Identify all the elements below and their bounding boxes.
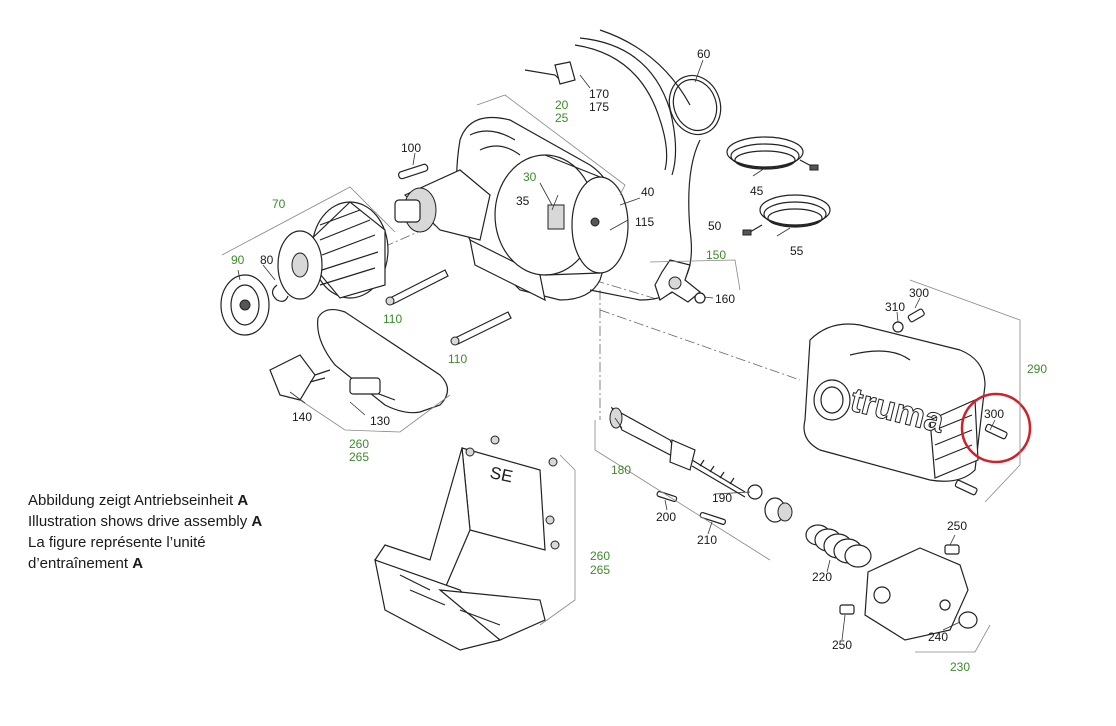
label-260-top: 260 xyxy=(349,437,369,451)
caption-line-de: Abbildung zeigt Antriebseinheit A xyxy=(28,492,249,509)
label-210: 210 xyxy=(697,533,717,547)
bracket-20-25 xyxy=(476,94,626,196)
bracket-260-265-top xyxy=(299,394,451,433)
motor-unit xyxy=(494,139,701,301)
highlight-circle xyxy=(960,392,1032,464)
label-265-top: 265 xyxy=(349,450,369,464)
label-140: 140 xyxy=(292,410,312,424)
label-175: 175 xyxy=(589,100,609,114)
spindle-assembly xyxy=(609,406,746,498)
bellows xyxy=(805,524,872,568)
cable-tie xyxy=(668,74,722,136)
label-110-lower: 110 xyxy=(448,352,467,366)
mounting-plate: SE xyxy=(374,435,560,651)
label-45: 45 xyxy=(750,184,764,198)
caption-line-fr-1: La figure représente l’unité xyxy=(28,534,206,551)
label-80: 80 xyxy=(260,253,274,267)
label-100: 100 xyxy=(401,141,421,155)
side-cover xyxy=(317,308,449,414)
label-180: 180 xyxy=(611,463,631,477)
label-170: 170 xyxy=(589,87,609,101)
label-115: 115 xyxy=(635,215,654,229)
label-20: 20 xyxy=(555,98,569,112)
bracket-70 xyxy=(221,186,396,256)
label-70: 70 xyxy=(272,197,286,211)
bracket-290 xyxy=(909,279,1021,503)
mounting-plate-mark: SE xyxy=(488,463,514,486)
bracket-150 xyxy=(649,259,741,291)
bracket-180 xyxy=(594,420,771,561)
label-55: 55 xyxy=(790,244,804,258)
bracket-230 xyxy=(915,624,991,653)
label-160: 160 xyxy=(715,292,735,306)
bush xyxy=(764,497,793,523)
label-240: 240 xyxy=(928,630,948,644)
label-90: 90 xyxy=(231,253,245,267)
label-310: 310 xyxy=(885,300,905,314)
label-220: 220 xyxy=(812,570,832,584)
leader-lines xyxy=(237,59,996,641)
coiled-cable-55 xyxy=(742,194,831,236)
label-60: 60 xyxy=(697,47,711,61)
label-300-circled: 300 xyxy=(984,407,1004,421)
screw-210 xyxy=(699,512,727,525)
bolts-250 xyxy=(839,544,960,615)
label-35: 35 xyxy=(516,194,530,208)
label-300-top: 300 xyxy=(909,286,929,300)
connector-plug xyxy=(269,354,331,401)
cable-harness xyxy=(524,29,691,176)
caption: Abbildung zeigt Antriebseinheit A Illust… xyxy=(28,490,262,574)
end-cap xyxy=(220,274,270,336)
caption-line-fr-2: d’entraînement A xyxy=(28,555,144,572)
label-250-left: 250 xyxy=(832,638,852,652)
drive-roller xyxy=(277,201,389,300)
label-110-upper: 110 xyxy=(383,312,402,326)
label-150: 150 xyxy=(706,248,726,262)
retaining-clip xyxy=(271,284,289,302)
label-190: 190 xyxy=(712,491,732,505)
label-265-bottom: 265 xyxy=(590,563,610,577)
long-bolts xyxy=(385,269,512,346)
label-50: 50 xyxy=(708,219,722,233)
washer-310 xyxy=(892,321,904,333)
bracket-260-265-bottom xyxy=(539,454,576,626)
fan-impeller xyxy=(654,259,701,303)
screw-200 xyxy=(656,490,678,503)
label-25: 25 xyxy=(555,111,569,125)
label-260-bottom: 260 xyxy=(590,549,610,563)
label-40: 40 xyxy=(641,185,655,199)
housing-cover: truma xyxy=(803,323,986,482)
label-290: 290 xyxy=(1027,362,1047,376)
label-250-right: 250 xyxy=(947,519,967,533)
caption-line-en: Illustration shows drive assembly A xyxy=(28,513,263,530)
label-230: 230 xyxy=(950,660,970,674)
key-pin xyxy=(397,163,429,180)
label-130: 130 xyxy=(370,414,390,428)
label-200: 200 xyxy=(656,510,676,524)
end-cover xyxy=(864,547,978,641)
spacer-washer xyxy=(747,484,763,500)
washer xyxy=(694,292,706,304)
coiled-cable-45 xyxy=(726,136,819,171)
label-30: 30 xyxy=(523,170,537,184)
